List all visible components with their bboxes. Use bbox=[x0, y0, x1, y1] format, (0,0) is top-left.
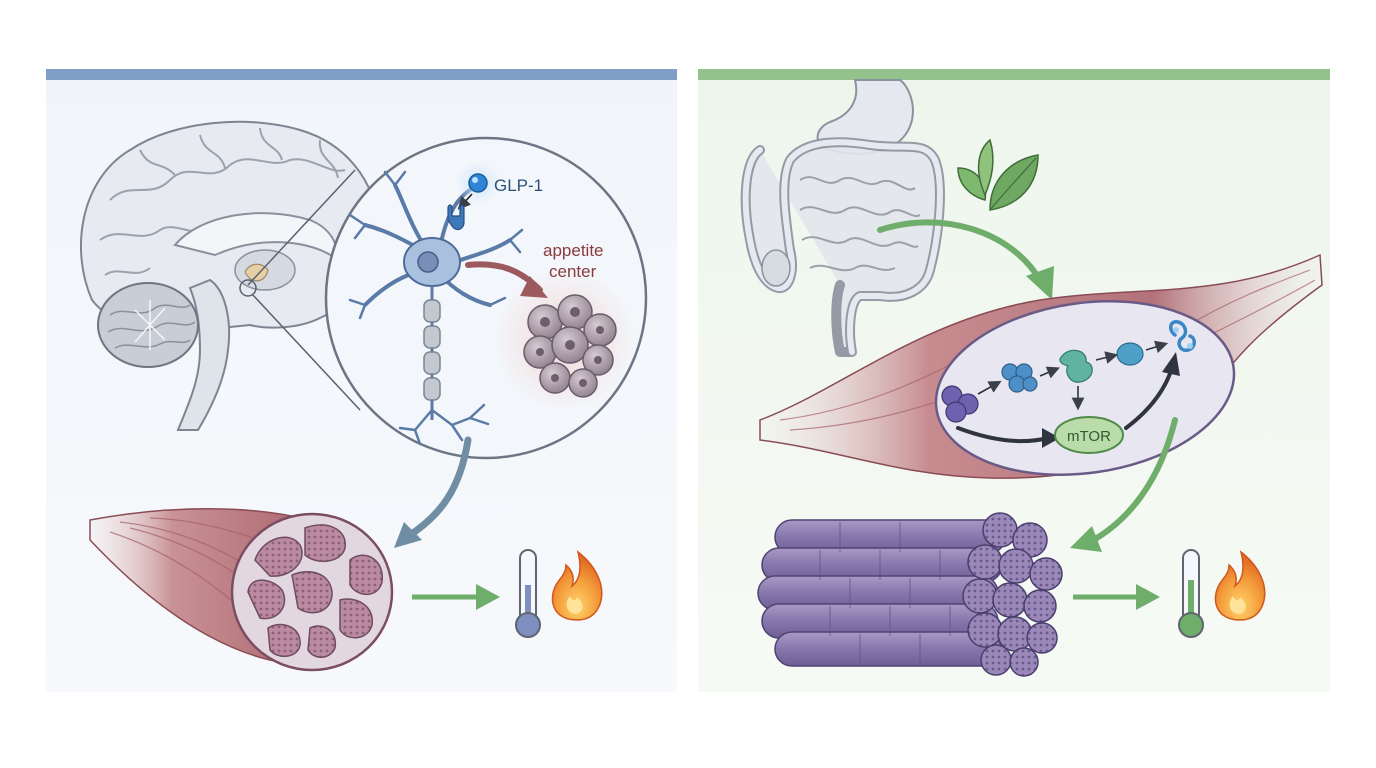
mtor-node bbox=[1054, 416, 1124, 454]
appetite-label-line1: appetite bbox=[543, 241, 604, 260]
glp1-label: GLP-1 bbox=[494, 176, 543, 195]
gut-to-muscle-arrow bbox=[877, 219, 1043, 283]
amino-acid-icon bbox=[941, 342, 1144, 423]
amino-to-mtor-arrow bbox=[956, 426, 1050, 444]
flame-icon bbox=[1214, 550, 1266, 621]
pathway-arrows bbox=[977, 340, 1169, 411]
glp1-binding-arrow bbox=[457, 193, 473, 210]
intestine-icon bbox=[740, 137, 945, 357]
glp1-molecule-highlight bbox=[472, 177, 478, 183]
appetite-cells-icon bbox=[523, 294, 617, 398]
right-panel: mTOR bbox=[698, 69, 1330, 692]
mtor-to-protein-arrow bbox=[1124, 366, 1174, 430]
muscle-to-heat-arrowhead bbox=[476, 584, 500, 610]
neuron-icon bbox=[348, 170, 524, 446]
protein-chain-icon bbox=[1169, 320, 1196, 352]
gut-to-muscle-arrowhead bbox=[1026, 266, 1054, 300]
flame-icon bbox=[551, 550, 603, 621]
thermometer-icon bbox=[1178, 549, 1204, 638]
neuron-to-muscle-arrow bbox=[406, 436, 472, 539]
zoom-circle: GLP-1 bbox=[324, 136, 648, 460]
glp1-molecule-icon bbox=[468, 173, 488, 193]
leaf-icon bbox=[957, 138, 1039, 211]
appetite-label-line2: center bbox=[549, 262, 597, 281]
left-panel-header-bar bbox=[46, 69, 677, 80]
mtor-label: mTOR bbox=[1067, 428, 1111, 445]
neuron-to-appetite-arrowhead bbox=[520, 276, 548, 298]
cell-to-fiber-arrow bbox=[1087, 417, 1178, 545]
neuron-to-muscle-arrowhead bbox=[394, 522, 422, 548]
fiber-to-heat-arrowhead bbox=[1136, 584, 1160, 610]
cell-to-fiber-arrowhead bbox=[1070, 526, 1102, 552]
zoom-connector-top bbox=[247, 169, 356, 286]
left-panel: GLP-1 bbox=[46, 69, 677, 692]
muscle-fiber-bundle-icon bbox=[757, 512, 1063, 677]
mtor-to-protein-arrowhead bbox=[1162, 352, 1180, 376]
muscle-bundle-icon bbox=[89, 508, 394, 672]
right-panel-header-bar bbox=[698, 69, 1330, 80]
receptor-icon bbox=[447, 204, 465, 231]
amino-to-mtor-arrowhead bbox=[1042, 428, 1060, 448]
thermometer-icon bbox=[515, 549, 541, 638]
zoom-connector-bottom bbox=[251, 293, 361, 411]
